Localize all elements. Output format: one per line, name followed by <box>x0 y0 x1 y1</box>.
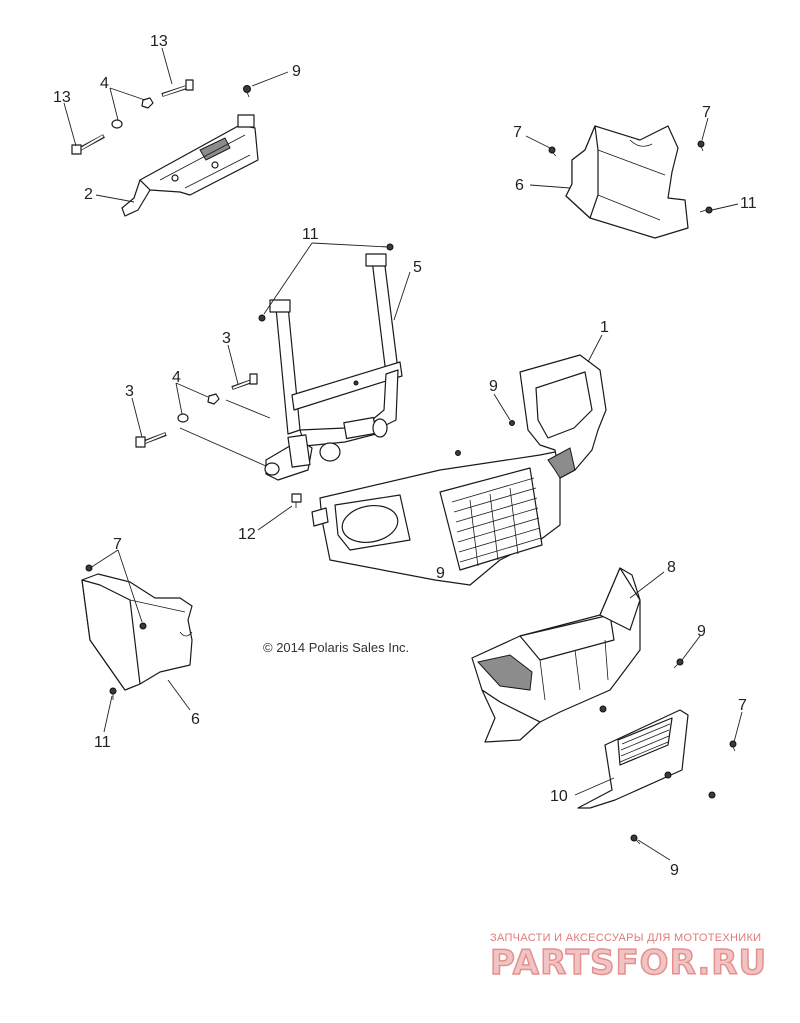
callout-11-left: 11 <box>94 734 111 751</box>
part-6-closeout-left <box>81 564 193 700</box>
callout-6-left: 6 <box>191 711 200 728</box>
part-10-lower-panel <box>577 709 737 845</box>
callout-8: 8 <box>667 559 676 576</box>
watermark-logo: PARTSFOR.RU <box>490 943 767 983</box>
callout-7-lower: 7 <box>738 697 747 714</box>
screw-9-upper <box>243 85 251 98</box>
bolt-3-lower <box>135 432 167 448</box>
bolt-3-upper <box>231 373 258 390</box>
bolt-13-left <box>71 134 105 155</box>
callout-2: 2 <box>84 186 93 203</box>
callout-10: 10 <box>550 788 568 805</box>
watermark: ЗАПЧАСТИ И АКСЕССУАРЫ ДЛЯ МОТОТЕХНИКИ PA… <box>489 932 767 984</box>
callout-12: 12 <box>238 526 256 543</box>
callout-9-top: 9 <box>292 63 301 80</box>
callout-1: 1 <box>600 319 609 336</box>
fastener-12 <box>291 493 302 508</box>
watermark-tagline: ЗАПЧАСТИ И АКСЕССУАРЫ ДЛЯ МОТОТЕХНИКИ <box>490 932 761 944</box>
part-8-front-bumper <box>471 567 684 743</box>
callout-9-mid: 9 <box>489 378 498 395</box>
leader-lines <box>63 47 743 861</box>
callout-labels: 13 13 4 9 2 7 7 6 11 11 5 1 3 3 4 9 12 9… <box>53 33 757 879</box>
callout-9-bumper: 9 <box>697 623 706 640</box>
callout-11-right: 11 <box>740 195 757 212</box>
callout-9-grille: 9 <box>436 565 445 582</box>
callout-13-left: 13 <box>53 89 71 106</box>
grille-mesh <box>451 477 542 567</box>
copyright-notice: © 2014 Polaris Sales Inc. <box>263 640 409 655</box>
callout-3-lower: 3 <box>125 383 134 400</box>
callout-13-top: 13 <box>150 33 168 50</box>
callout-6-right: 6 <box>515 177 524 194</box>
callout-5: 5 <box>413 259 422 276</box>
nut-4-upper <box>111 97 154 129</box>
callout-3-upper: 3 <box>222 330 231 347</box>
callout-7-right-b: 7 <box>702 104 711 121</box>
callout-4-top: 4 <box>100 75 109 92</box>
nut-4-lower <box>177 393 220 423</box>
bolt-13-upper <box>161 79 194 97</box>
callout-4-lower: 4 <box>172 369 181 386</box>
callout-9-bottom: 9 <box>670 862 679 879</box>
callout-7-right-a: 7 <box>513 124 522 141</box>
part-2-bracket <box>121 114 259 217</box>
part-1-front-fascia <box>311 354 607 586</box>
fasteners-7-11-right <box>548 140 713 214</box>
callout-11-frame: 11 <box>302 226 319 243</box>
part-5-support-frame <box>258 243 403 481</box>
part-6-closeout-right <box>565 125 689 239</box>
callout-7-left: 7 <box>113 536 122 553</box>
